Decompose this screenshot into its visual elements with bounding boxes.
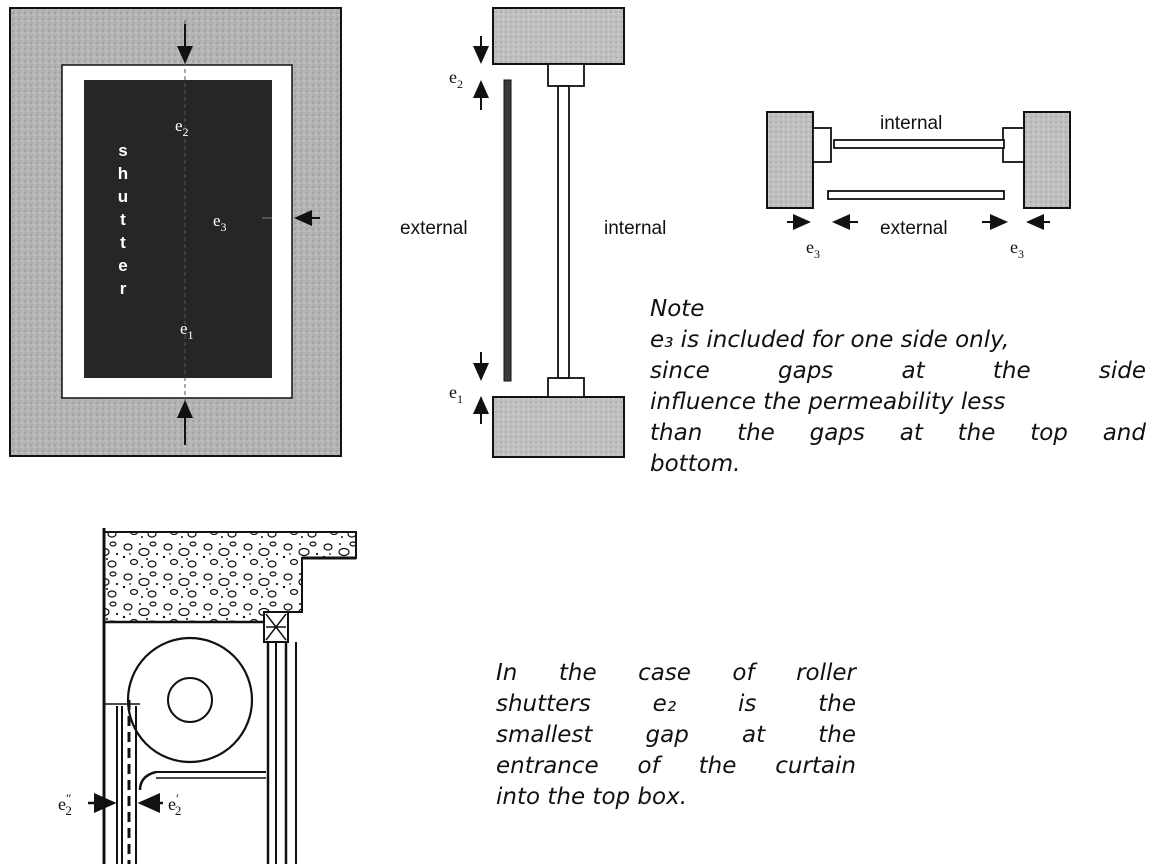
label-e2-double-prime: e″2	[58, 791, 72, 818]
roller-axle	[167, 677, 213, 723]
label-e1-mid: e1	[449, 382, 463, 406]
roller-shutter-detail: e″2 e′2	[58, 528, 357, 864]
shutter-letter: u	[118, 187, 128, 206]
note-line-4: than the gaps at the top and	[650, 420, 1146, 446]
shutter-letter: e	[118, 256, 127, 275]
shutter-letter: h	[118, 164, 128, 183]
roller-note-block: In the case of roller shutters e₂ is the…	[496, 658, 856, 813]
label-e2-prime: e′2	[168, 791, 181, 818]
roller-line-5: into the top box.	[496, 784, 688, 810]
roller-line-1: In the case of roller	[496, 660, 856, 686]
concrete-lintel	[103, 531, 357, 623]
top-frame-piece	[547, 63, 585, 87]
vertical-section: e2 e1 external internal	[400, 7, 666, 458]
left-frame-piece	[812, 127, 832, 163]
left-jamb	[766, 111, 814, 209]
shutter-letter: t	[120, 233, 126, 252]
note-line-1: e₃ is included for one side only,	[650, 327, 1010, 353]
window-pane	[557, 85, 570, 379]
shutter-curtain	[503, 79, 512, 382]
shutter-plan	[827, 190, 1005, 200]
label-e1-left: e1	[180, 319, 194, 342]
shutter-letter: r	[120, 279, 127, 298]
roller-line-2: shutters e₂ is the	[496, 691, 856, 717]
note-block: Note e₃ is included for one side only, s…	[650, 294, 1146, 480]
right-jamb	[1023, 111, 1071, 209]
label-e3-right-b: e3	[1010, 237, 1024, 261]
shutter-panel	[84, 80, 272, 378]
note-line-5: bottom.	[650, 451, 741, 477]
window-pane-plan	[833, 139, 1005, 149]
label-e2-mid: e2	[449, 67, 463, 91]
horizontal-section: internal external e3 e3	[766, 111, 1071, 261]
curtain-deflector	[138, 770, 157, 791]
label-external-right: external	[880, 218, 948, 239]
note-line-3: influence the permeability less	[650, 389, 1006, 415]
label-external-mid: external	[400, 218, 468, 239]
note-line-2: since gaps at the side	[650, 358, 1146, 384]
right-frame-piece	[1002, 127, 1025, 163]
frame-head-hatch	[265, 613, 287, 641]
label-e2-left: e2	[175, 116, 189, 139]
note-title: Note	[650, 296, 705, 322]
shutter-front-view: shutter e2 e3 e1	[9, 7, 342, 457]
roller-line-4: entrance of the curtain	[496, 753, 856, 779]
shutter-letter: t	[120, 210, 126, 229]
label-e3-right-a: e3	[806, 237, 820, 261]
label-internal-right: internal	[880, 113, 942, 134]
bottom-frame-piece	[547, 377, 585, 398]
roller-line-3: smallest gap at the	[496, 722, 856, 748]
shutter-label-vertical: shutter	[118, 141, 128, 298]
lintel-block	[492, 7, 625, 65]
label-internal-mid: internal	[604, 218, 666, 239]
label-e3-left: e3	[213, 211, 227, 234]
shutter-letter: s	[118, 141, 127, 160]
sill-block	[492, 396, 625, 458]
